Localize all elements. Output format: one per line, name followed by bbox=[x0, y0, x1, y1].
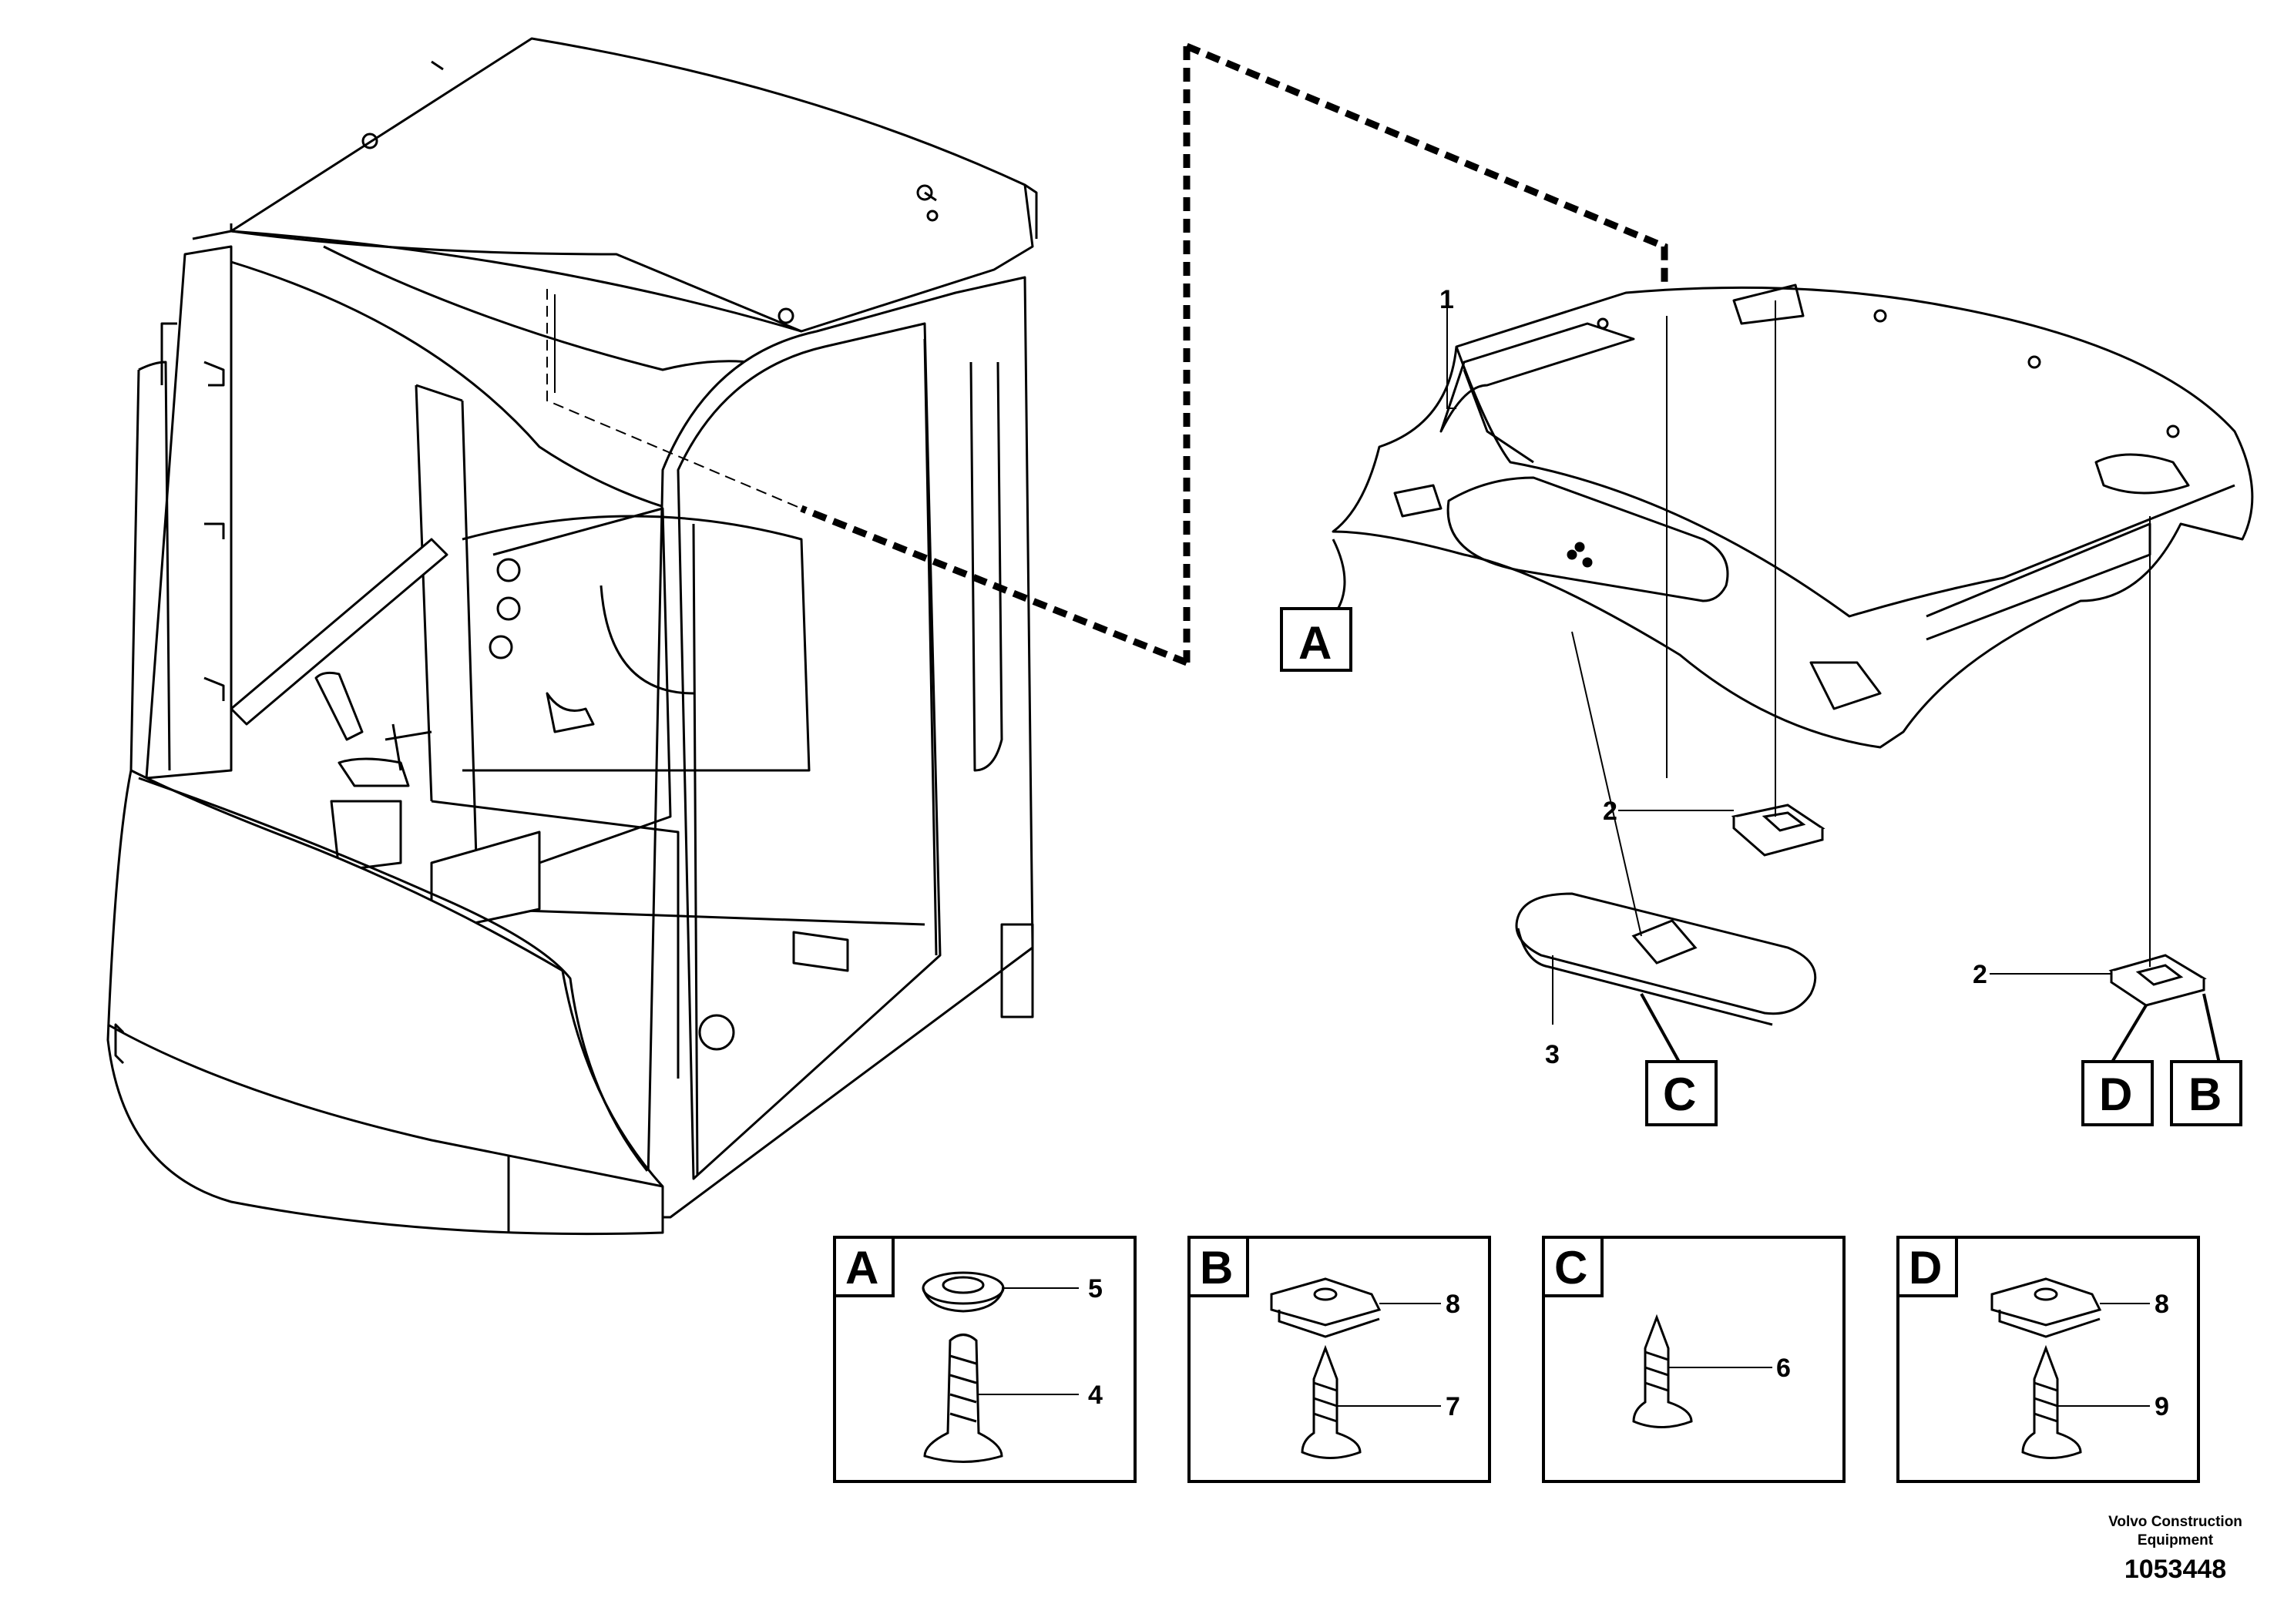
flag-C-label: C bbox=[1663, 1069, 1696, 1120]
detail-panel-B: B 8 7 bbox=[1187, 1236, 1491, 1483]
callout-9: 9 bbox=[2155, 1392, 2169, 1421]
flag-C-box bbox=[1645, 1060, 1718, 1126]
washer-5 bbox=[922, 1271, 1005, 1313]
headliner-panel bbox=[1332, 284, 2254, 749]
flag-B-label: B bbox=[2188, 1069, 2222, 1120]
cab-assembly bbox=[106, 37, 1038, 1236]
detail-panel-A: A 5 4 bbox=[833, 1236, 1137, 1483]
flag-D-label: D bbox=[2099, 1069, 2132, 1120]
detail-D-letter: D bbox=[1909, 1242, 1942, 1293]
speed-nut-8-D bbox=[1990, 1277, 2102, 1338]
footer: Volvo Construction Equipment 1053448 bbox=[2108, 1514, 2242, 1584]
tapping-screw-6 bbox=[1632, 1314, 1693, 1428]
flag-labels: A C D B bbox=[1280, 539, 2242, 1126]
callout-6: 6 bbox=[1776, 1354, 1791, 1383]
cab-interior-frame bbox=[415, 384, 479, 910]
assembly-dashed-path bbox=[800, 42, 1668, 666]
callout-4: 4 bbox=[1088, 1381, 1103, 1410]
tapping-screw-9 bbox=[2021, 1344, 2082, 1459]
callout-1: 1 bbox=[1439, 285, 1454, 314]
figure-id: 1053448 bbox=[2124, 1555, 2226, 1584]
sun-visor bbox=[1515, 892, 1817, 1026]
cab-roof bbox=[230, 37, 1034, 333]
countersunk-screw-4 bbox=[923, 1334, 1003, 1463]
detail-A-letter: A bbox=[845, 1242, 878, 1293]
part-callouts: 1 2 2 3 bbox=[1439, 285, 1987, 1069]
cab-front-panel bbox=[106, 769, 664, 1236]
company-line-1: Volvo Construction bbox=[2108, 1514, 2242, 1530]
company-line-2: Equipment bbox=[2138, 1532, 2214, 1549]
cab-left-post bbox=[145, 245, 233, 780]
callout-3: 3 bbox=[1545, 1040, 1560, 1069]
mount-pad-upper bbox=[1731, 804, 1825, 857]
detail-panel-C: C 6 bbox=[1542, 1236, 1846, 1483]
callout-8-B: 8 bbox=[1446, 1290, 1460, 1319]
flag-A-box bbox=[1280, 607, 1352, 672]
speed-nut-8-B bbox=[1270, 1277, 1382, 1338]
detail-B-letter: B bbox=[1200, 1242, 1233, 1293]
detail-C-letter: C bbox=[1554, 1242, 1587, 1293]
leader-lines bbox=[554, 294, 2151, 1025]
cab-control-lever bbox=[314, 671, 410, 872]
flag-D-box bbox=[2081, 1060, 2154, 1126]
detail-panel-D: D 8 9 bbox=[1896, 1236, 2200, 1483]
flag-A-label: A bbox=[1298, 617, 1332, 669]
mount-pad-lower bbox=[2108, 954, 2207, 1007]
callout-8-D: 8 bbox=[2155, 1290, 2169, 1319]
callout-2-lower: 2 bbox=[1973, 960, 1987, 989]
tapping-screw-7 bbox=[1301, 1344, 1362, 1459]
callout-2-upper: 2 bbox=[1603, 797, 1617, 826]
flag-B-box bbox=[2170, 1060, 2242, 1126]
callout-7: 7 bbox=[1446, 1392, 1460, 1421]
callout-5: 5 bbox=[1088, 1274, 1103, 1304]
